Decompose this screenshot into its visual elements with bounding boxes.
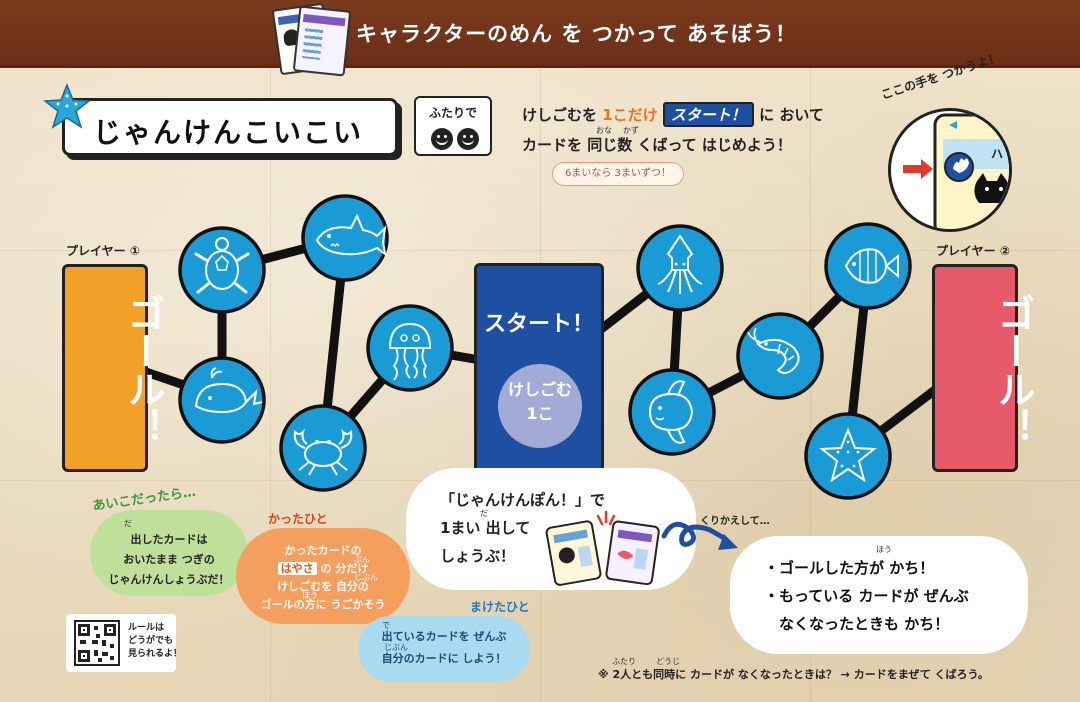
crab-icon [279,404,367,492]
ruby-text: ほう [876,545,892,554]
squid-icon [636,224,724,312]
ruby-text: どうじ [656,657,680,666]
loser-line: 出ているカードを ぜんぶ [381,630,507,643]
play-text: 「じゃんけんぽん！」で 1まい 出して しょうぶ！ [440,486,605,570]
repeat-arrow-icon [661,521,738,550]
result-line: ・もっている カードが ぜんぶ [764,587,969,605]
winner-line: の 分だけ [316,562,369,575]
turtle-icon [178,226,266,314]
grid-line [270,0,271,702]
game-title-box: じゃんけんこいこい [62,98,398,156]
repeat-label: くりかえして… [700,516,770,527]
header-title: キャラクターのめん を つかって あそぼう！ [356,22,798,46]
player-1-label: プレイヤー ① [66,244,140,258]
loser-text: 出ているカードを ぜんぶ 自分のカードに しよう！ [358,626,530,670]
winner-line: ゴールの方に うごかそう [260,598,386,611]
ruby-text: ぶん [354,555,370,564]
eraser-marker-text: けしごむ 1こ [498,378,582,426]
ruby-text: ふたり [612,657,636,666]
sunfish-icon [628,368,716,456]
ruby-text: じぶん [384,643,408,652]
game-title: じゃんけんこいこい [93,116,364,149]
ruby-text: じぶん [354,573,378,582]
hand-hint-circle: ハ [888,108,1012,232]
note-pill: 6まいなら 3まいずつ！ [552,162,684,186]
grid-line [0,250,1080,251]
qr-text: ルールは どうがでも 見られるよ！ [128,622,182,661]
ruby-text: で [382,621,390,630]
play-line: 「じゃんけんぽん！」で [440,491,606,509]
starfish-icon [42,82,92,129]
ruby-text: ほう [302,591,318,600]
start-title: スタート！ [483,312,594,337]
shrimp-icon [736,312,824,400]
qr-panel[interactable]: ルールは どうがでも 見られるよ！ [66,614,182,672]
player-2-label: プレイヤー ② [936,244,1010,258]
ruby-text: かず [623,126,639,135]
players-badge: ふたりで [414,96,492,156]
qr-line: どうがでも [128,636,174,646]
loser-line: 自分のカードに しよう！ [381,652,507,665]
start-space[interactable]: スタート！ けしごむ 1こ [474,263,604,473]
play-line: 1まい 出して [440,519,531,537]
speed-chip: はやさ [277,562,317,575]
players-label: ふたりで [428,106,477,120]
instruction-highlight: 1こだけ [602,106,658,124]
tie-line: 出したカードは [130,533,208,546]
ruby-text: だ [480,509,488,518]
card-closeup-text: ハ [991,147,1004,161]
loser-bubble: で じぶん 出ているカードを ぜんぶ 自分のカードに しよう！ [358,616,530,682]
eraser-count: 1こ [526,404,554,423]
winner-bubble: かったカードの はやさ の 分だけ けしごむを 自分の ゴールの方に うごかそう… [236,528,410,624]
play-line: しょうぶ！ [440,547,516,565]
starfish-icon [804,412,892,500]
start-chip: スタート！ [662,102,754,127]
instruction-line-2: カードを 同じ数 くばって はじめよう！ [522,136,792,154]
ruby-text: だ [124,519,132,528]
qr-code-icon[interactable] [74,620,120,666]
winner-line: かったカードの [284,544,362,557]
smiley-icon [457,128,479,150]
played-cards-icon [545,510,660,586]
winner-line: けしごむを 自分の [277,580,369,593]
result-line: ・ゴールした方が かち！ [764,559,935,577]
goal-left-text: ゴール！ [121,294,165,446]
ruby-text: おな [596,126,612,135]
header-banner: キャラクターのめん を つかって あそぼう！ [0,0,1080,77]
instruction-text: に おいて [753,106,824,124]
loser-label: まけたひと [470,600,530,614]
eraser-marker[interactable]: けしごむ 1こ [498,364,582,448]
tie-line: おいたまま つぎの [123,553,215,566]
instruction-text: けしごむを [522,106,603,124]
goal-right-text: ゴール！ [991,294,1035,446]
jellyfish-icon [366,304,454,392]
result-bubble: ほう ・ゴールした方が かち！ ・もっている カードが ぜんぶ なくなったときも… [730,536,1028,654]
eraser-label: けしごむ [507,380,572,399]
butterflyfish-icon [824,222,912,310]
card-closeup-icon [903,113,1009,229]
goal-right[interactable]: ゴール！ [932,264,1035,472]
footer-note: ※ 2人とも同時に カードが なくなったときは？ → カードをまぜて くばろう。 [598,668,989,681]
shark-icon [301,194,389,282]
result-text: ・ゴールした方が かち！ ・もっている カードが ぜんぶ なくなったときも かち… [764,554,969,638]
tie-line: じゃんけんしょうぶだ！ [108,573,230,586]
qr-line: ルールは [128,623,165,633]
winner-text: かったカードの はやさ の 分だけ けしごむを 自分の ゴールの方に うごかそう [236,542,410,614]
whale-icon [178,356,266,444]
winner-label: かったひと [268,512,328,526]
smiley-icon [431,128,453,150]
play-bubble: だ 「じゃんけんぽん！」で 1まい 出して しょうぶ！ [406,468,696,590]
instruction-line-1: けしごむを 1こだけ スタート！ に おいて [522,102,824,127]
result-line: なくなったときも かち！ [764,615,950,633]
qr-line: 見られるよ！ [128,649,183,659]
goal-left[interactable]: ゴール！ [62,264,165,472]
tie-bubble: だ 出したカードは おいたまま つぎの じゃんけんしょうぶだ！ [90,510,248,596]
tie-text: 出したカードは おいたまま つぎの じゃんけんしょうぶだ！ [90,530,248,590]
